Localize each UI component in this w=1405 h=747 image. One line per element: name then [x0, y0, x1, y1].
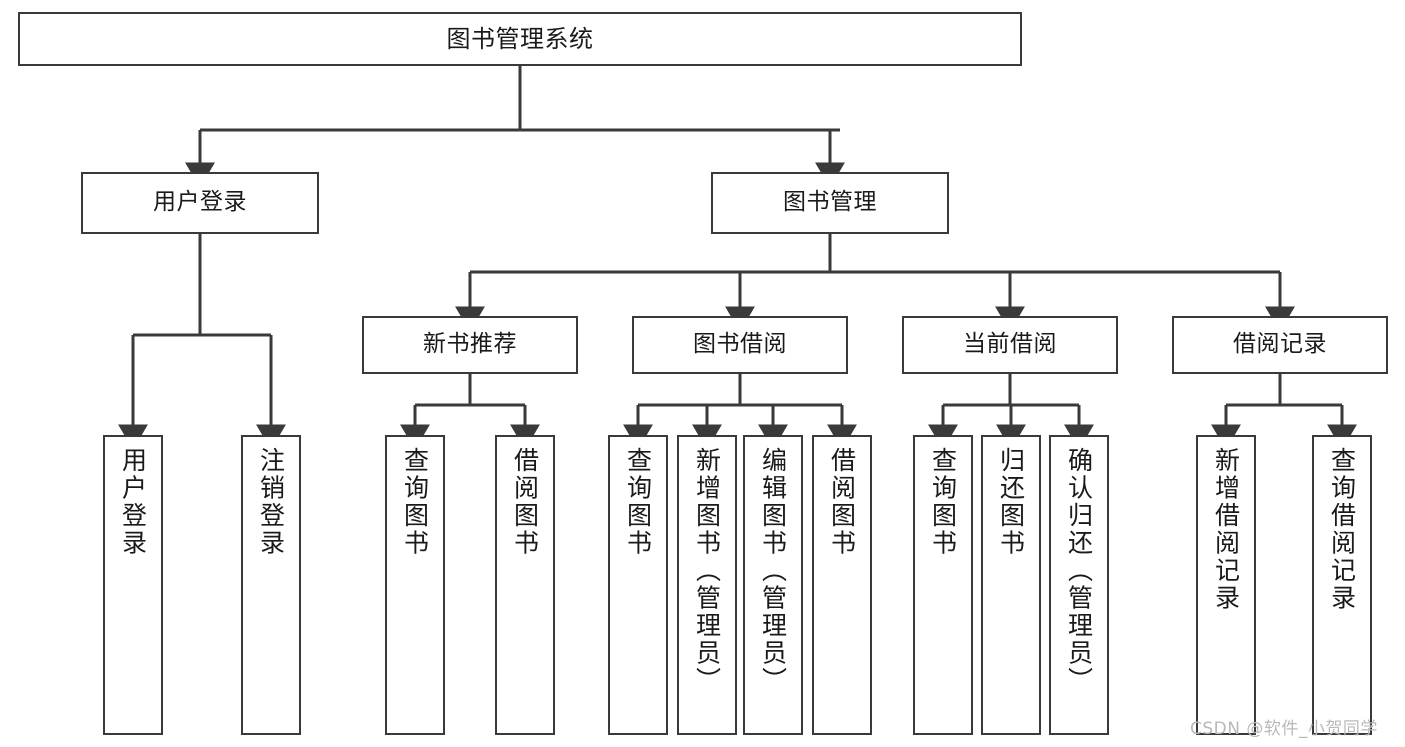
node-label: 借阅图书 — [510, 447, 540, 557]
node-current-borrow[interactable]: 当前借阅 — [902, 316, 1118, 374]
node-label: 归还图书 — [996, 447, 1026, 557]
node-label: 注销登录 — [256, 447, 286, 557]
node-book-management[interactable]: 图书管理 — [711, 172, 949, 234]
node-new-book-recommend[interactable]: 新书推荐 — [362, 316, 578, 374]
node-label: 查询借阅记录 — [1327, 447, 1357, 612]
node-leaf-edit-book[interactable]: 编辑图书（管理员） — [743, 435, 803, 735]
node-leaf-query-record[interactable]: 查询借阅记录 — [1312, 435, 1372, 735]
node-leaf-add-record[interactable]: 新增借阅记录 — [1196, 435, 1256, 735]
node-label: 图书管理 — [783, 189, 877, 216]
node-label: 查询图书 — [400, 447, 430, 557]
node-label: 查询图书 — [928, 447, 958, 557]
node-leaf-add-book[interactable]: 新增图书（管理员） — [677, 435, 737, 735]
node-leaf-confirm-return[interactable]: 确认归还（管理员） — [1049, 435, 1109, 735]
node-label: 图书借阅 — [693, 331, 787, 358]
node-root-system[interactable]: 图书管理系统 — [18, 12, 1022, 66]
node-leaf-return-book[interactable]: 归还图书 — [981, 435, 1041, 735]
node-label: 图书管理系统 — [446, 24, 594, 53]
node-label: 用户登录 — [153, 189, 247, 216]
node-leaf-query-book-3[interactable]: 查询图书 — [913, 435, 973, 735]
node-leaf-user-login[interactable]: 用户登录 — [103, 435, 163, 735]
node-label: 借阅图书 — [827, 447, 857, 557]
node-label: 查询图书 — [623, 447, 653, 557]
node-label: 编辑图书（管理员） — [758, 447, 788, 695]
node-label: 借阅记录 — [1233, 331, 1327, 358]
node-leaf-borrow-book-1[interactable]: 借阅图书 — [495, 435, 555, 735]
node-label: 新书推荐 — [423, 331, 517, 358]
csdn-watermark: CSDN @软件_小贺同学 — [1190, 719, 1378, 739]
node-label: 用户登录 — [118, 447, 148, 557]
node-label: 新增借阅记录 — [1211, 447, 1241, 612]
node-label: 当前借阅 — [963, 331, 1057, 358]
node-borrow-record[interactable]: 借阅记录 — [1172, 316, 1388, 374]
node-leaf-borrow-book-2[interactable]: 借阅图书 — [812, 435, 872, 735]
node-label: 确认归还（管理员） — [1064, 447, 1094, 695]
node-leaf-logout-login[interactable]: 注销登录 — [241, 435, 301, 735]
node-leaf-query-book-2[interactable]: 查询图书 — [608, 435, 668, 735]
node-leaf-query-book-1[interactable]: 查询图书 — [385, 435, 445, 735]
node-label: 新增图书（管理员） — [692, 447, 722, 695]
node-user-login[interactable]: 用户登录 — [81, 172, 319, 234]
node-book-borrow[interactable]: 图书借阅 — [632, 316, 848, 374]
